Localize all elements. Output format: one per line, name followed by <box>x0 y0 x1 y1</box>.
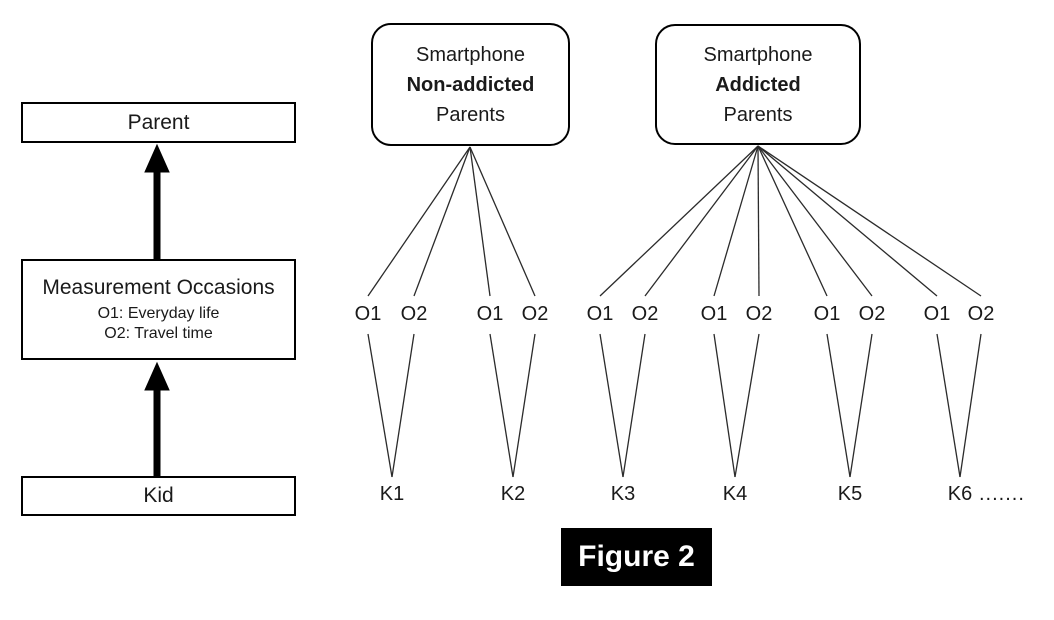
occasion-kid-links <box>367 333 982 478</box>
kids-continuation-ellipsis: ....... <box>979 483 1025 505</box>
occasion-label: O1 <box>476 303 504 325</box>
kid-node-label: K5 <box>837 483 863 505</box>
measurement-o1-desc: O1: Everyday life <box>97 304 220 322</box>
occasion-label: O2 <box>858 303 886 325</box>
measurement-title: Measurement Occasions <box>42 276 275 300</box>
group-line: Parents <box>436 103 505 126</box>
kid-box: Kid <box>21 476 296 516</box>
addicted-parents-box: Smartphone Addicted Parents <box>655 24 861 145</box>
occasion-label: O2 <box>745 303 773 325</box>
fan-addicted <box>599 145 982 297</box>
occasion-label: O2 <box>631 303 659 325</box>
occasion-label: O2 <box>521 303 549 325</box>
occasion-label: O1 <box>700 303 728 325</box>
kid-label: Kid <box>143 484 174 507</box>
fan-non-addicted <box>367 146 536 297</box>
kid-node-label: K4 <box>722 483 748 505</box>
kid-node-label: K1 <box>379 483 405 505</box>
measurement-o2-desc: O2: Travel time <box>104 324 213 342</box>
up-arrow-measurement-to-parent <box>144 143 170 259</box>
occasion-label: O2 <box>967 303 995 325</box>
kid-node-label: K2 <box>500 483 526 505</box>
kid-node-label: K6 <box>947 483 973 505</box>
group-line-emphasis: Addicted <box>715 73 801 96</box>
up-arrow-kid-to-measurement <box>144 361 170 476</box>
kid-node-label: K3 <box>610 483 636 505</box>
occasion-label: O1 <box>354 303 382 325</box>
group-line: Parents <box>723 103 793 126</box>
group-line: Smartphone <box>416 43 525 66</box>
parent-label: Parent <box>127 110 190 134</box>
group-line-emphasis: Non-addicted <box>406 73 535 96</box>
group-line: Smartphone <box>703 43 813 66</box>
occasion-label: O1 <box>813 303 841 325</box>
figure-caption-text: Figure 2 <box>578 540 695 573</box>
occasion-label: O2 <box>400 303 428 325</box>
occasion-label: O1 <box>586 303 614 325</box>
non-addicted-parents-box: Smartphone Non-addicted Parents <box>371 23 570 146</box>
parent-box: Parent <box>21 102 296 143</box>
measurement-occasions-box: Measurement Occasions O1: Everyday life … <box>21 259 296 360</box>
figure-caption: Figure 2 <box>561 528 712 586</box>
occasion-label: O1 <box>923 303 951 325</box>
